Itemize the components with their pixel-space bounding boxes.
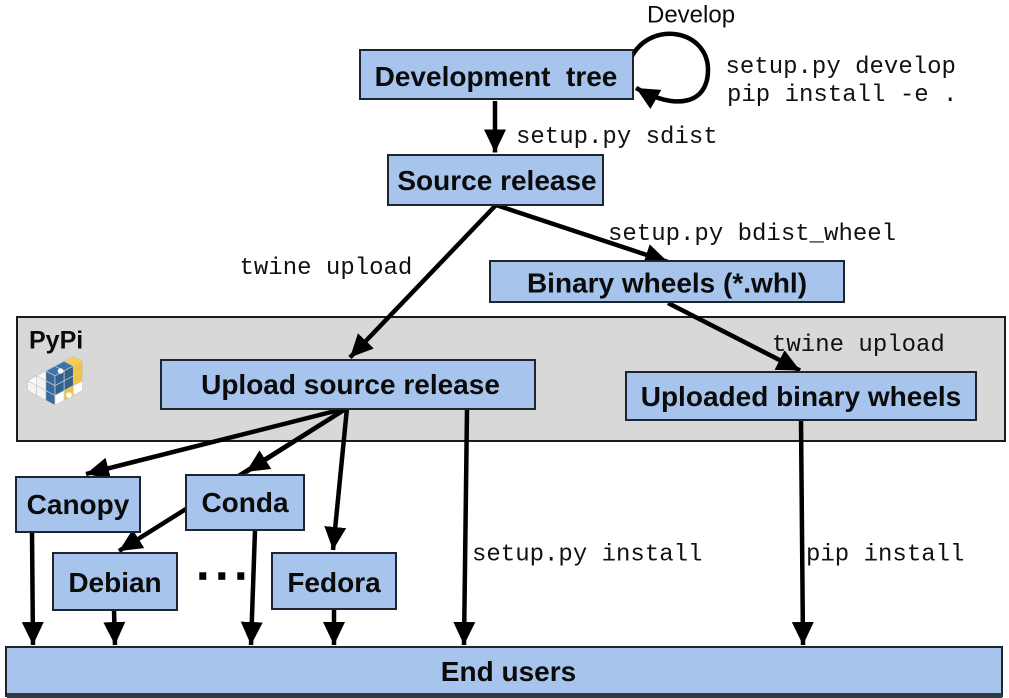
svg-text:Debian: Debian <box>68 567 161 598</box>
svg-text:twine upload: twine upload <box>240 255 413 282</box>
svg-text:Fedora: Fedora <box>287 567 381 598</box>
svg-text:pip install: pip install <box>806 542 964 569</box>
svg-text:setup.py install: setup.py install <box>472 542 702 569</box>
svg-text:Develop: Develop <box>647 2 735 29</box>
svg-text:setup.py sdist: setup.py sdist <box>516 124 718 151</box>
svg-text:setup.py develop: setup.py develop <box>726 54 956 81</box>
svg-text:pip install -e .: pip install -e . <box>727 82 957 109</box>
svg-text:twine upload: twine upload <box>772 332 945 359</box>
svg-text:PyPi: PyPi <box>29 327 83 355</box>
svg-text:Binary wheels (*.whl): Binary wheels (*.whl) <box>527 268 807 299</box>
svg-text:Uploaded binary wheels: Uploaded binary wheels <box>641 381 962 412</box>
svg-text:Canopy: Canopy <box>27 489 130 520</box>
svg-text:End users: End users <box>441 656 576 687</box>
svg-text:Source release: Source release <box>397 165 596 196</box>
svg-text:Development tree: Development tree <box>375 61 618 92</box>
svg-text:Conda: Conda <box>201 487 289 518</box>
svg-text:setup.py bdist_wheel: setup.py bdist_wheel <box>608 221 896 248</box>
svg-text:Upload source release: Upload source release <box>201 369 500 400</box>
